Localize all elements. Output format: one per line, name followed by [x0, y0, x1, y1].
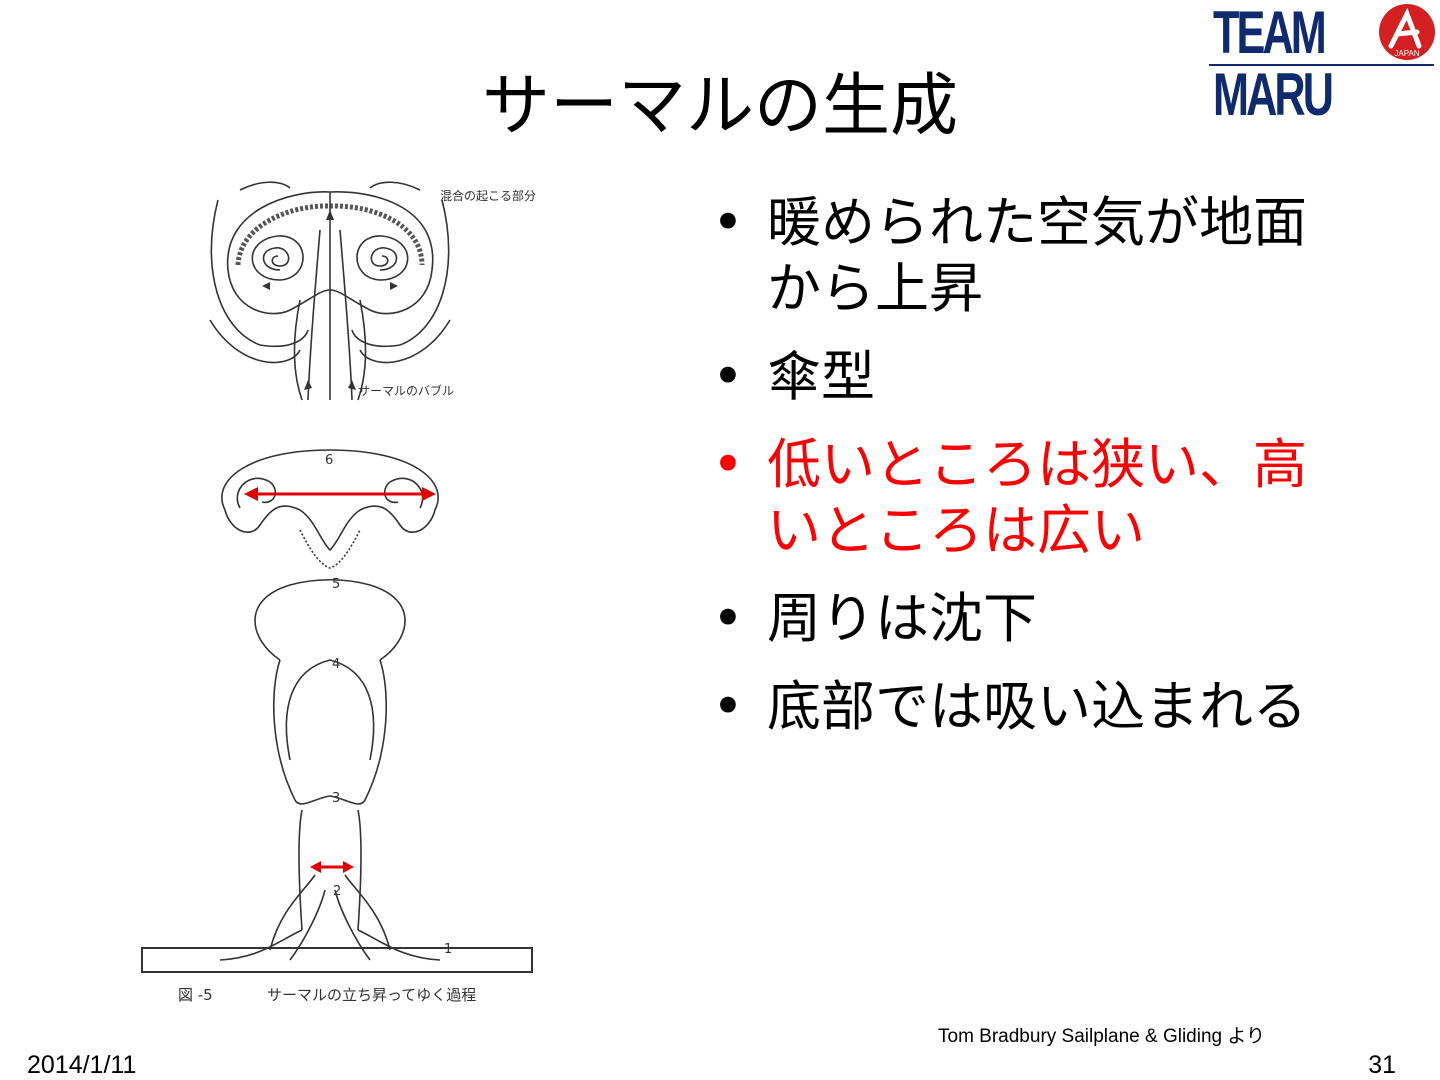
bullet-mark: •	[712, 345, 744, 408]
bullet-text: 周りは沈下	[767, 587, 1037, 650]
footer-date: 2014/1/11	[27, 1051, 137, 1079]
logo-text: TEAM MARU	[1213, 0, 1334, 128]
thermal-rise-figure	[141, 449, 533, 973]
bullet-mark: •	[712, 433, 744, 496]
stage-label-5: 5	[332, 577, 340, 592]
bullet-item: • 暖められた空気が地面から上昇	[712, 190, 1312, 322]
bullet-text: 傘型	[767, 345, 875, 408]
bullet-list: • 暖められた空気が地面から上昇 • 傘型 • 低いところは狭い、高いところは広…	[712, 190, 1312, 762]
stage-label-2: 2	[333, 884, 341, 899]
bullet-mark: •	[712, 587, 744, 650]
thermal-bubble-figure	[209, 181, 451, 401]
bullet-item: • 周りは沈下	[712, 586, 1312, 652]
logo-underline	[1209, 64, 1434, 66]
page-number: 31	[1368, 1051, 1396, 1079]
bullet-text: 暖められた空気が地面から上昇	[767, 191, 1307, 320]
bubble-label: サーマルのバブル	[358, 383, 454, 398]
thermal-diagram: 混合の起こる部分 サーマルのバブル 1 2 3 4 5 6 図 -5 サーマルの…	[141, 181, 536, 1004]
logo-badge-icon: JAPAN	[1379, 4, 1435, 60]
bullet-item: • 傘型	[712, 344, 1312, 410]
width-arrows	[244, 487, 436, 873]
slide-title: サーマルの生成	[481, 67, 958, 146]
bullet-text: 底部では吸い込まれる	[767, 675, 1307, 738]
logo-badge-text: JAPAN	[1394, 49, 1419, 58]
team-maru-logo: TEAM MARU JAPAN	[1205, 0, 1440, 126]
stage-label-4: 4	[332, 657, 340, 672]
stage-label-1: 1	[444, 942, 452, 957]
stage-label-6: 6	[325, 453, 333, 468]
figure-caption: サーマルの立ち昇ってゆく過程	[267, 986, 476, 1004]
bullet-mark: •	[712, 191, 744, 254]
bullet-text: 低いところは狭い、高いところは広い	[767, 433, 1307, 562]
source-credit: Tom Bradbury Sailplane & Gliding より	[938, 1026, 1265, 1047]
bullet-item: • 低いところは狭い、高いところは広い	[712, 432, 1312, 564]
bullet-item: • 底部では吸い込まれる	[712, 674, 1312, 740]
mix-label: 混合の起こる部分	[440, 188, 536, 203]
figure-number: 図 -5	[178, 986, 213, 1004]
stage-label-3: 3	[332, 791, 340, 806]
bullet-mark: •	[712, 675, 744, 738]
